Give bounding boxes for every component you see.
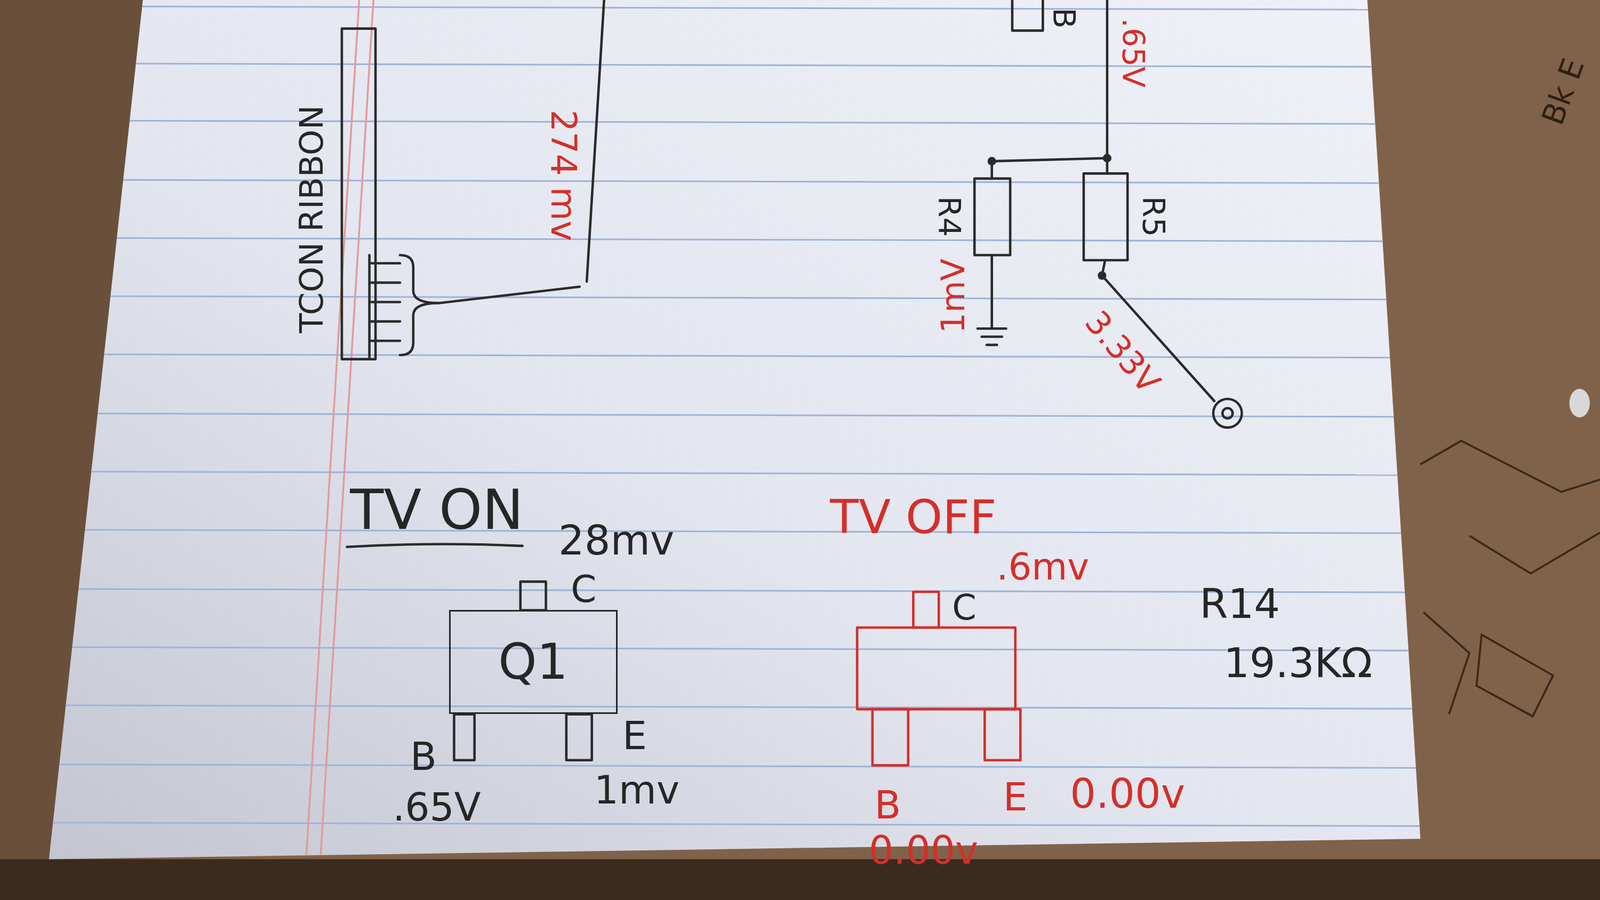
wire xyxy=(990,161,994,329)
section-heading: TV OFF xyxy=(829,491,997,544)
voltage-reading: 1mV xyxy=(934,258,971,334)
pin-name: B xyxy=(410,736,437,779)
cardboard-sketch xyxy=(1420,441,1600,717)
paper-sheet xyxy=(49,0,1421,860)
section-heading: TV ON xyxy=(349,480,524,541)
voltage-reading: .65V xyxy=(392,786,481,830)
transistor-pin xyxy=(453,714,475,761)
pin-name: B xyxy=(874,784,902,828)
part-label: Q1 xyxy=(498,635,568,690)
voltage-reading: 0.00v xyxy=(1069,771,1186,816)
transistor-pin xyxy=(872,709,909,766)
pin-name: C xyxy=(570,569,597,611)
wire xyxy=(438,0,605,303)
part-name: R5 xyxy=(1136,195,1170,237)
resistor-symbol xyxy=(974,178,1011,256)
voltage-reading: .6mv xyxy=(996,547,1090,588)
schematic-ink xyxy=(341,0,1243,761)
pin-name: C xyxy=(952,589,976,628)
transistor-body: Q1 xyxy=(449,610,618,715)
pin-name: E xyxy=(622,715,647,758)
junction-dot xyxy=(1099,272,1106,279)
ribbon-pins xyxy=(369,254,400,357)
ground-symbol xyxy=(977,328,1007,346)
voltage-reading: 28mv xyxy=(558,518,675,564)
part-name: TCON RIBBON xyxy=(293,105,330,334)
part-name: R14 xyxy=(1199,581,1280,627)
part-name: R4 xyxy=(932,195,966,237)
cardboard-edge xyxy=(0,859,1600,900)
transistor-red xyxy=(857,592,1021,766)
resistance-value: 19.3KΩ xyxy=(1223,641,1373,686)
transistor-pin xyxy=(520,581,547,611)
voltage-reading: 1mv xyxy=(594,769,680,813)
pin-bracket xyxy=(400,254,439,356)
paint-spot xyxy=(1569,388,1590,418)
voltage-reading: 274 mv xyxy=(544,109,583,242)
transistor-body xyxy=(857,627,1016,710)
transistor-pin xyxy=(913,592,939,628)
test-point xyxy=(1222,408,1233,419)
resistor-symbol xyxy=(1083,173,1128,261)
pin-name: B xyxy=(1046,8,1080,29)
ruled-lines xyxy=(0,5,1600,827)
component-symbol xyxy=(1012,0,1043,31)
test-point xyxy=(1213,398,1243,428)
heading-underline xyxy=(347,544,523,547)
pin-name: E xyxy=(1003,776,1028,820)
voltage-reading: 0.00v xyxy=(868,829,979,873)
voltage-reading: .65V xyxy=(1115,18,1150,88)
transistor-pin xyxy=(984,709,1021,761)
wire xyxy=(992,0,1108,162)
transistor-pin xyxy=(566,714,592,761)
